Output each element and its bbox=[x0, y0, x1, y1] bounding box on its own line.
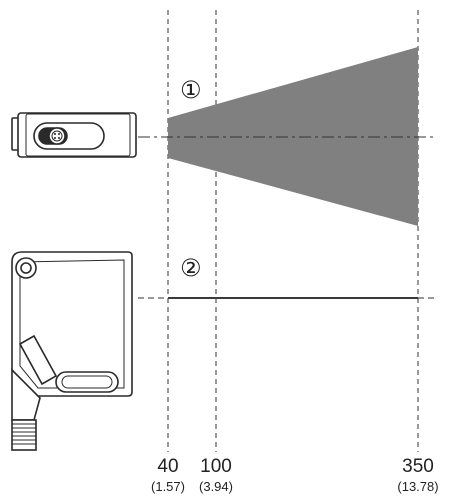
beam-marker: ① bbox=[180, 76, 202, 104]
line-marker: ② bbox=[180, 254, 202, 282]
tick-labels: 40 (1.57) 100 (3.94) 350 (13.78) bbox=[151, 456, 439, 494]
tick-sublabel-350: (13.78) bbox=[397, 479, 438, 494]
tick-sublabel-100: (3.94) bbox=[199, 479, 233, 494]
tick-label-350: 350 bbox=[402, 456, 434, 477]
sensor-side-view-icon bbox=[11, 251, 133, 451]
tick-label-40: 40 bbox=[157, 456, 178, 477]
sensor-top-view-icon bbox=[11, 112, 137, 158]
tick-sublabel-40: (1.57) bbox=[151, 479, 185, 494]
tick-label-100: 100 bbox=[200, 456, 232, 477]
